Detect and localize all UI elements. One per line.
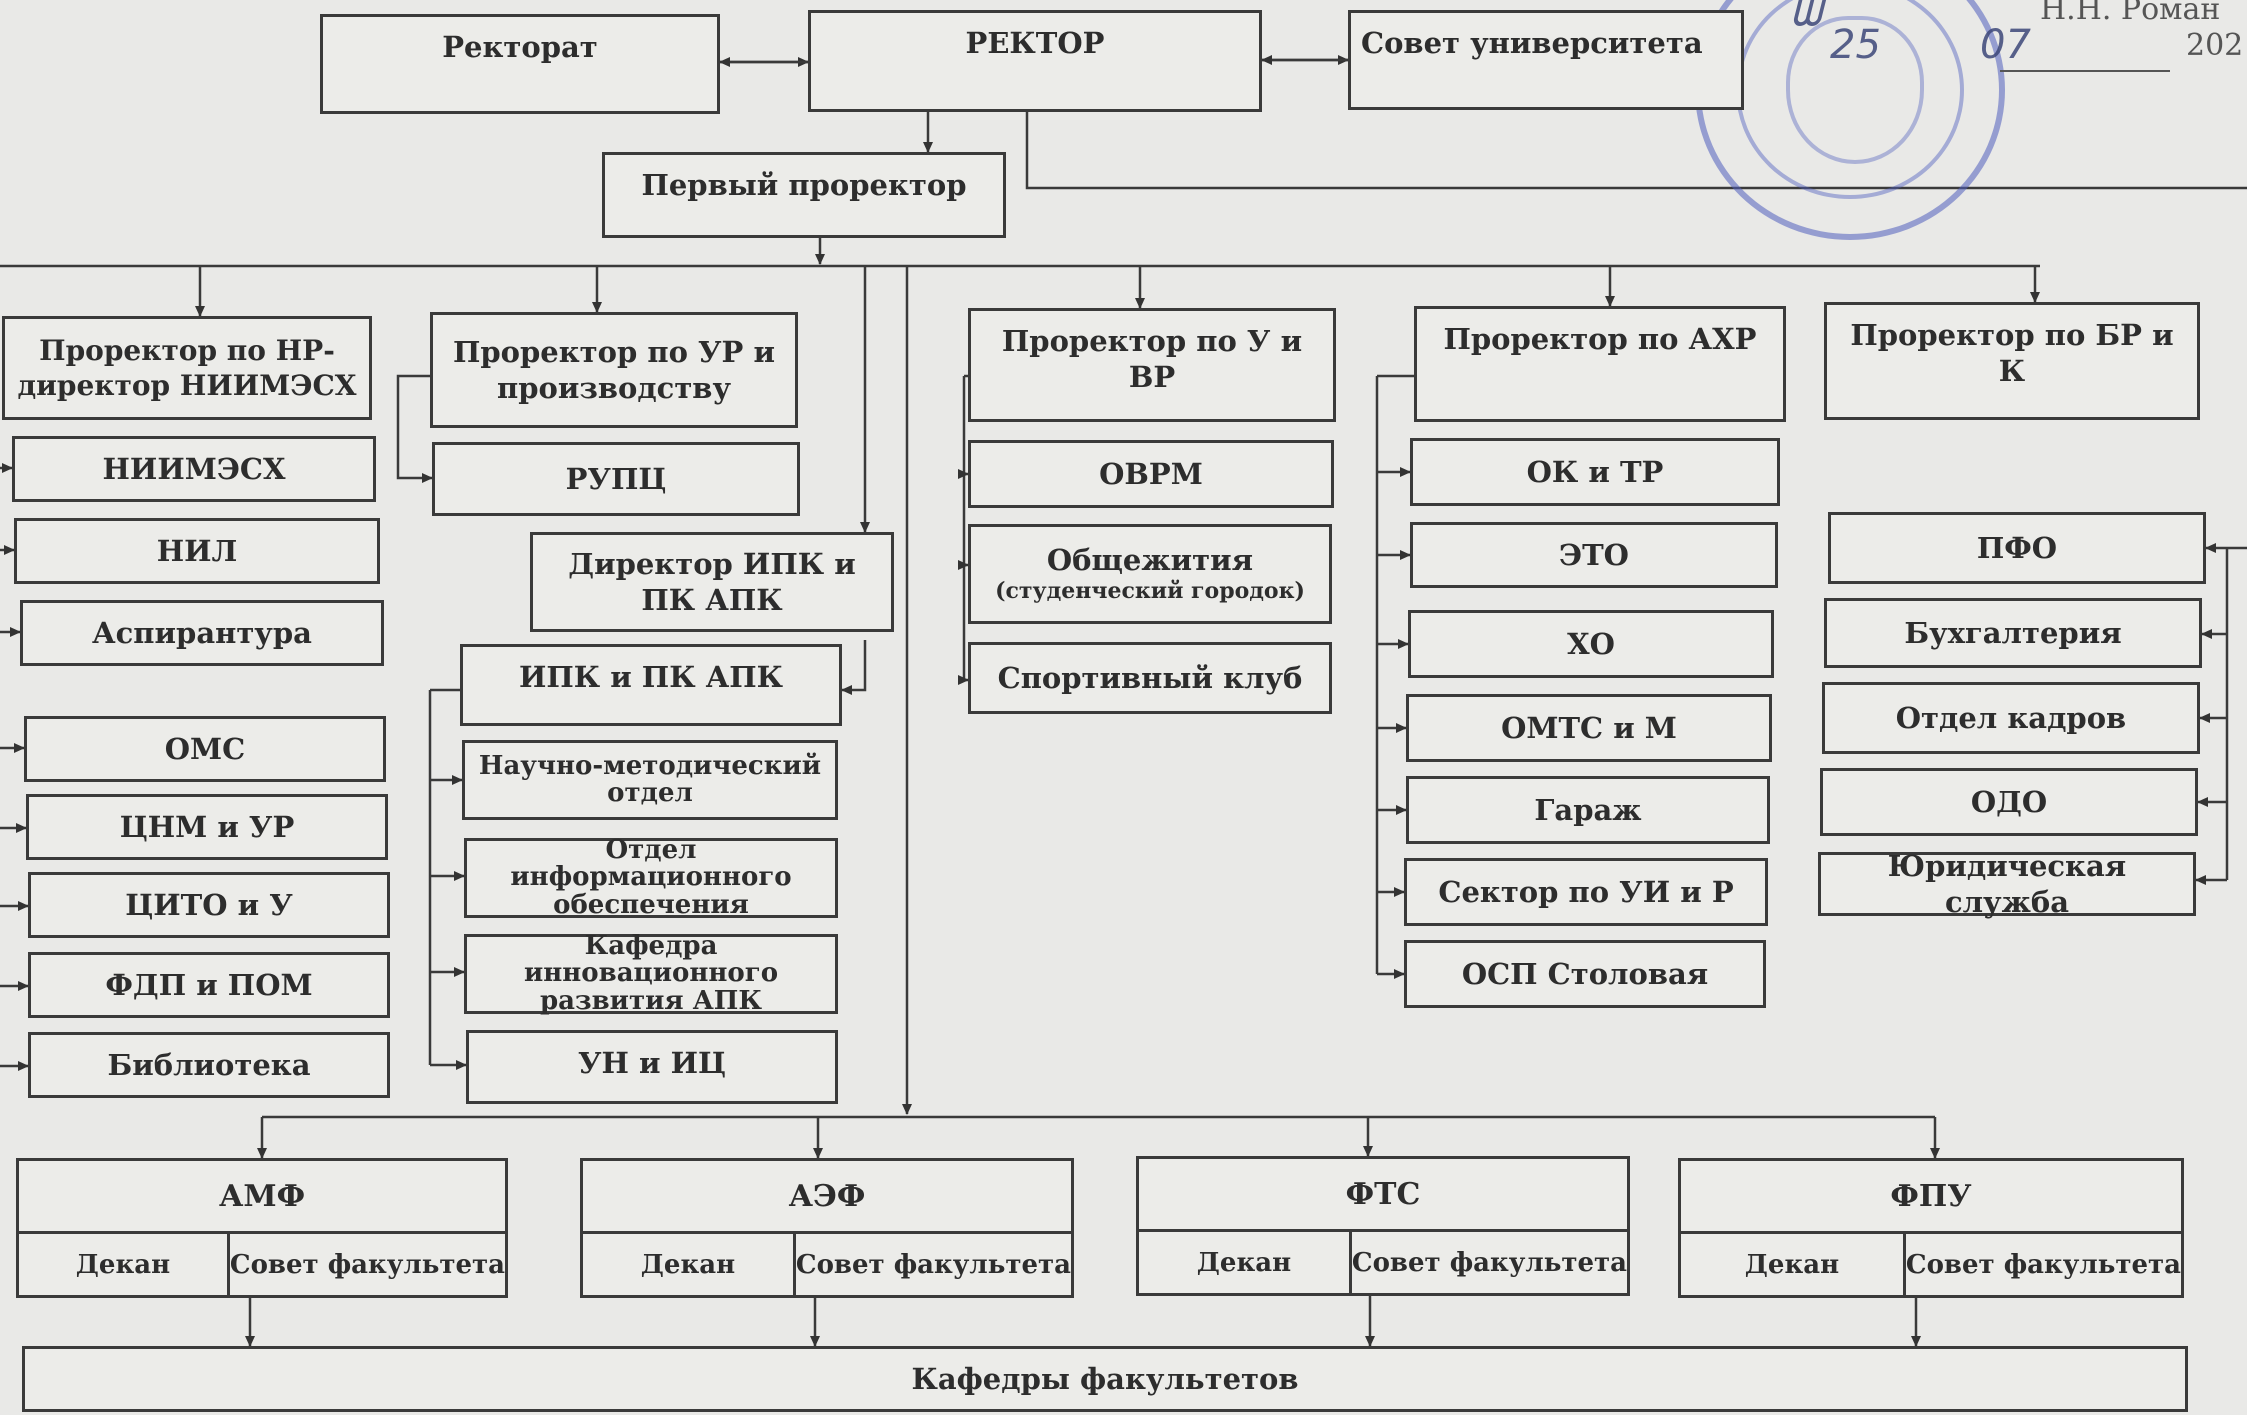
node-un-ic: УН и ИЦ	[466, 1030, 838, 1104]
faculty-dean: Декан	[1744, 1249, 1840, 1280]
node-kafedry-fakultetov: Кафедры факультетов	[22, 1346, 2188, 1412]
faculty-council: Совет факультета	[1902, 1234, 2181, 1295]
node-prorector-nr: Проректор по НР-директор НИИМЭСХ	[2, 316, 372, 420]
node-kafedra-innov-razvitiya: Кафедра инновационного развития АПК	[464, 932, 838, 1014]
node-osp-stolovaya: ОСП Столовая	[1404, 940, 1766, 1008]
faculty-council: Совет факультета	[1348, 1232, 1627, 1293]
signature: ᗯ	[1790, 0, 1822, 37]
node-obshchezhitiya: Общежития (студенческий городок)	[968, 524, 1332, 624]
node-odo: ОДО	[1820, 768, 2198, 836]
node-ovrm: ОВРМ	[968, 440, 1334, 508]
node-omts-m: ОМТС и М	[1406, 694, 1772, 762]
faculty-name: ФПУ	[1681, 1161, 2181, 1234]
node-garazh: Гараж	[1406, 776, 1770, 844]
node-rektor: РЕКТОР	[808, 10, 1262, 112]
faculty-name: ФТС	[1139, 1159, 1627, 1232]
approval-year: 202	[2186, 28, 2244, 63]
node-fdp-pom: ФДП и ПОМ	[28, 952, 390, 1018]
node-otdel-kadrov: Отдел кадров	[1822, 682, 2200, 754]
node-pfo: ПФО	[1828, 512, 2206, 584]
node-sektor-ui-r: Сектор по УИ и Р	[1404, 858, 1768, 926]
node-first-prorector: Первый проректор	[602, 152, 1006, 238]
faculty-fpu: ФПУ Декан Совет факультета	[1678, 1158, 2184, 1298]
obshchezhitiya-subtitle: (студенческий городок)	[995, 578, 1305, 605]
node-cito-u: ЦИТО и У	[28, 872, 390, 938]
node-yuridicheskaya-sluzhba: Юридическая служба	[1818, 849, 2196, 919]
faculty-council: Совет факультета	[792, 1234, 1071, 1295]
node-aspirantura: Аспирантура	[20, 600, 384, 666]
node-rupc: РУПЦ	[432, 442, 800, 516]
faculty-council: Совет факультета	[226, 1234, 505, 1295]
node-prorector-uvr: Проректор по У и ВР	[968, 308, 1336, 422]
obshchezhitiya-title: Общежития	[1046, 543, 1254, 578]
node-cnm-ur: ЦНМ и УР	[26, 794, 388, 860]
node-buhgalteriya: Бухгалтерия	[1824, 598, 2202, 668]
stamp-date-day: 25	[1830, 22, 1881, 68]
node-prorector-br: Проректор по БР и К	[1824, 302, 2200, 420]
node-biblioteka: Библиотека	[28, 1032, 390, 1098]
node-sovet-universiteta: Совет университета	[1348, 10, 1744, 110]
node-director-ipk: Директор ИПК и ПК АПК	[530, 532, 894, 632]
node-rektorat: Ректорат	[320, 14, 720, 114]
node-niimesh: НИИМЭСХ	[12, 436, 376, 502]
node-ok-tr: ОК и ТР	[1410, 438, 1780, 506]
faculty-name: АМФ	[19, 1161, 505, 1234]
node-otdel-inform-obespech: Отдел информационного обеспечения	[464, 836, 838, 918]
signature-line	[2000, 70, 2170, 72]
faculty-dean: Декан	[75, 1249, 171, 1280]
faculty-amf: АМФ Декан Совет факультета	[16, 1158, 508, 1298]
node-nauchno-metodicheskiy-otdel: Научно-методический отдел	[462, 740, 838, 820]
faculty-aef: АЭФ Декан Совет факультета	[580, 1158, 1074, 1298]
faculty-fts: ФТС Декан Совет факультета	[1136, 1156, 1630, 1296]
stamp-date-month: 07	[1980, 22, 2031, 68]
faculty-dean: Декан	[640, 1249, 736, 1280]
node-prorector-ur: Проректор по УР и производству	[430, 312, 798, 428]
node-prorector-ahr: Проректор по АХР	[1414, 306, 1786, 422]
node-eto: ЭТО	[1410, 522, 1778, 588]
node-ipk-pk-apk: ИПК и ПК АПК	[460, 644, 842, 726]
node-ho: ХО	[1408, 610, 1774, 678]
faculty-dean: Декан	[1196, 1247, 1292, 1278]
node-oms: ОМС	[24, 716, 386, 782]
node-nil: НИЛ	[14, 518, 380, 584]
approver-name: Н.Н. Роман	[2040, 0, 2221, 27]
node-sportivnyy-klub: Спортивный клуб	[968, 642, 1332, 714]
faculty-name: АЭФ	[583, 1161, 1071, 1234]
